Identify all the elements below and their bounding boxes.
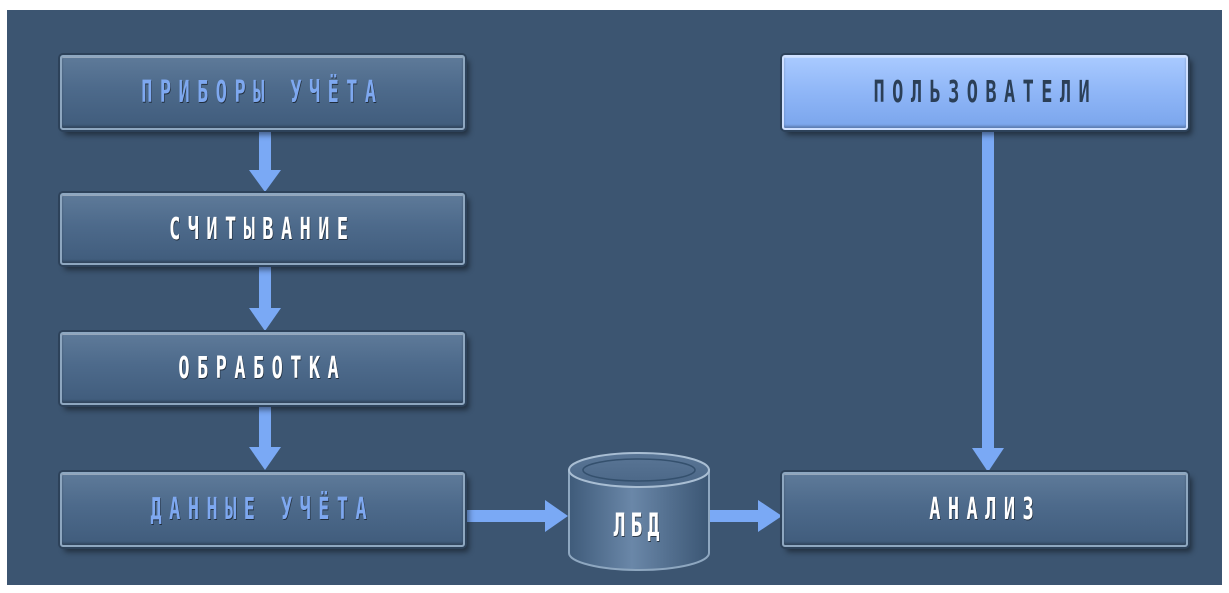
processing-node: ОБРАБОТКА	[60, 332, 465, 405]
arrow-meterdata-to-database	[467, 500, 568, 532]
users-label: ПОЛЬЗОВАТЕЛИ	[873, 75, 1097, 110]
analysis-label: АНАЛИЗ	[929, 492, 1041, 527]
analysis-node: АНАЛИЗ	[782, 472, 1188, 547]
meter-data-label: ДАННЫЕ УЧЁТА	[150, 492, 375, 527]
arrow-processing-to-meterdata	[249, 405, 281, 470]
processing-label: ОБРАБОТКА	[178, 351, 347, 386]
arrow-database-to-analysis	[710, 500, 782, 532]
arrow-reading-to-processing	[249, 265, 281, 331]
database-label: ЛБД	[613, 506, 665, 544]
meters-node: ПРИБОРЫ УЧЁТА	[60, 55, 465, 130]
arrow-meters-to-reading	[249, 130, 281, 192]
users-node: ПОЛЬЗОВАТЕЛИ	[782, 55, 1188, 130]
reading-node: СЧИТЫВАНИЕ	[60, 193, 465, 265]
database-cylinder	[568, 452, 710, 571]
reading-label: СЧИТЫВАНИЕ	[169, 211, 356, 247]
meters-label: ПРИБОРЫ УЧЁТА	[141, 75, 384, 110]
meter-data-node: ДАННЫЕ УЧЁТА	[60, 472, 465, 547]
arrow-users-to-analysis	[972, 130, 1004, 472]
